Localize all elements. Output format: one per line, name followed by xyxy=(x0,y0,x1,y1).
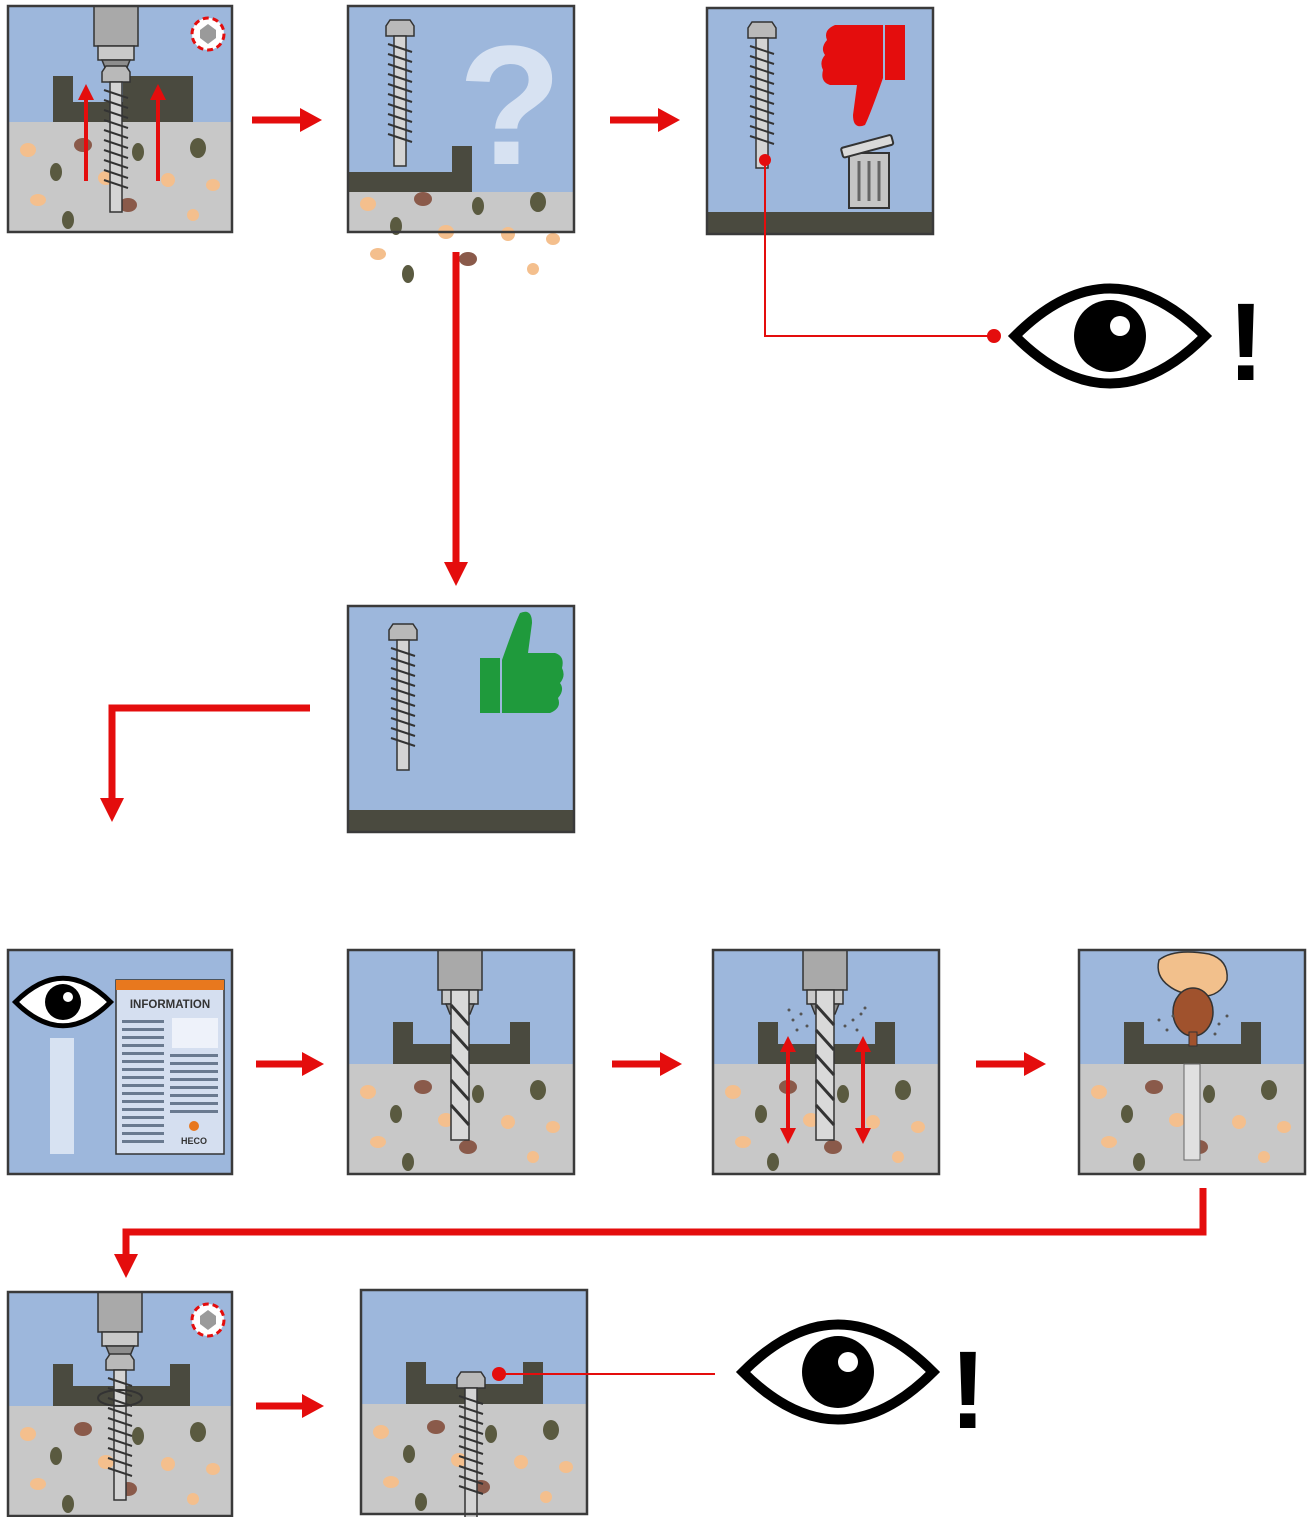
step-install-panel xyxy=(6,1290,234,1517)
reverse-rotation-icon xyxy=(190,16,226,52)
arrow-clean-to-blow xyxy=(976,1052,1046,1076)
arrow-step2-to-accept xyxy=(444,252,468,586)
arrow-drill-to-clean xyxy=(612,1052,682,1076)
step-inspect-panel: ? xyxy=(346,4,576,283)
eye-icon xyxy=(1015,289,1205,384)
step-discard-panel xyxy=(705,6,935,236)
arrow-install-to-final xyxy=(256,1394,324,1418)
hand-with-blower-icon xyxy=(1157,951,1228,1047)
up-down-arrow xyxy=(780,1036,871,1144)
forward-rotation-icon xyxy=(190,1302,226,1338)
exclamation-mark: ! xyxy=(1228,281,1265,404)
question-mark-icon: ? xyxy=(458,11,562,201)
step-unscrew-panel xyxy=(6,4,234,234)
arrow-blow-to-install xyxy=(114,1188,1207,1278)
information-sheet: INFORMATION HECO xyxy=(115,979,225,1155)
exclamation-mark: ! xyxy=(950,1329,987,1452)
information-heading: INFORMATION xyxy=(130,999,210,1011)
step-final-panel xyxy=(359,1288,589,1517)
step-drill-panel xyxy=(346,948,576,1176)
eye-icon xyxy=(743,1325,933,1420)
brand-logo-text: HECO xyxy=(181,1136,207,1146)
step-blow-out-panel xyxy=(1077,948,1307,1176)
arrow-step2-to-reject xyxy=(610,108,680,132)
arrow-accept-to-information xyxy=(100,704,310,822)
inspect-callout-line xyxy=(764,160,994,337)
arrow-information-to-drill xyxy=(256,1052,324,1076)
step-clean-hole-panel xyxy=(711,948,941,1176)
step-accept-panel xyxy=(346,604,576,834)
step-information-panel: INFORMATION HECO xyxy=(6,948,234,1176)
arrow-step1-to-step2 xyxy=(252,108,322,132)
trash-bin-icon xyxy=(839,133,896,210)
